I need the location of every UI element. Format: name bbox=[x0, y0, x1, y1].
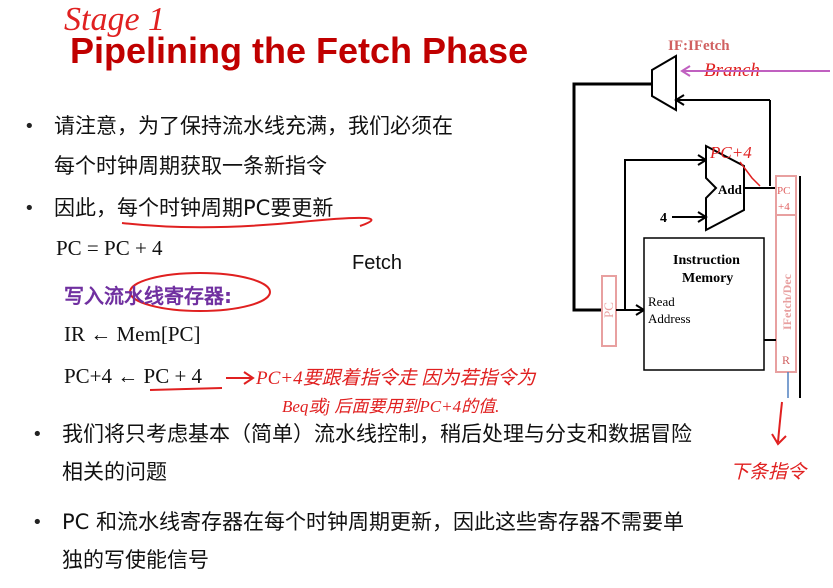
stage-annotation: Stage 1 bbox=[64, 1, 165, 38]
pc4-field-2: +4 bbox=[778, 201, 790, 213]
arrow-annotation bbox=[226, 371, 255, 385]
register-label: IFetch/Dec bbox=[780, 273, 794, 330]
underline-annotation bbox=[121, 216, 373, 229]
memory-title-1: Instruction bbox=[673, 253, 740, 268]
bullet-1-line-2: 每个时钟周期获取一条新指令 bbox=[54, 154, 327, 178]
pc-to-adder-wire bbox=[624, 159, 706, 310]
note-line-2: Beq或j 后面要用到PC+4的值. bbox=[282, 397, 499, 416]
bullet-3-line-2: 相关的问题 bbox=[62, 460, 167, 484]
pc4-annotation: PC+4 bbox=[709, 143, 752, 162]
const-four: 4 bbox=[660, 211, 667, 226]
underline-annotation-2 bbox=[149, 387, 223, 391]
ir-equation: IR ← Mem[PC] bbox=[64, 322, 201, 346]
fetch-label: Fetch bbox=[352, 252, 403, 274]
adder-label: Add bbox=[718, 182, 743, 197]
bullet-4-line-2: 独的写使能信号 bbox=[62, 548, 209, 572]
r-field: R bbox=[782, 353, 790, 367]
bullet-3-line-1: 我们将只考虑基本（简单）流水线控制，稍后处理与分支和数据冒险 bbox=[62, 422, 692, 446]
pc-register-label: PC bbox=[601, 302, 616, 318]
pc4-field-1: PC bbox=[777, 185, 790, 197]
bullet-marker: • bbox=[24, 198, 35, 219]
bullet-marker: • bbox=[32, 424, 43, 445]
bullet-marker: • bbox=[24, 116, 35, 137]
stage-label: IF:IFetch bbox=[668, 38, 730, 54]
write-register-label: 写入流水线寄存器: bbox=[64, 284, 232, 308]
mux-output-wire bbox=[572, 82, 652, 312]
bullet-1-line-1: 请注意，为了保持流水线充满，我们必须在 bbox=[54, 114, 453, 138]
slide-title: Pipelining the Fetch Phase bbox=[70, 30, 529, 71]
ifetch-dec-register bbox=[775, 175, 797, 373]
instruction-memory bbox=[643, 237, 765, 371]
pc4-equation: PC+4 ← PC + 4 bbox=[64, 364, 203, 388]
mux-shape bbox=[651, 54, 677, 112]
bullet-marker: • bbox=[32, 512, 43, 533]
address-label: Address bbox=[648, 311, 691, 326]
note-line-1: PC+4要跟着指令走 因为若指令为 bbox=[255, 367, 536, 389]
memory-title-2: Memory bbox=[682, 271, 733, 286]
bullet-2-line-1: 因此，每个时钟周期PC要更新 bbox=[54, 196, 334, 220]
circle-annotation bbox=[129, 272, 271, 312]
bullet-4-line-1: PC 和流水线寄存器在每个时钟周期更新，因此这些寄存器不需要单 bbox=[62, 510, 684, 534]
next-instruction-annotation: 下条指令 bbox=[730, 461, 808, 483]
branch-arrow bbox=[680, 65, 700, 77]
adder-shape bbox=[705, 144, 745, 232]
pc-equation: PC = PC + 4 bbox=[56, 236, 163, 260]
read-label: Read bbox=[648, 294, 675, 309]
